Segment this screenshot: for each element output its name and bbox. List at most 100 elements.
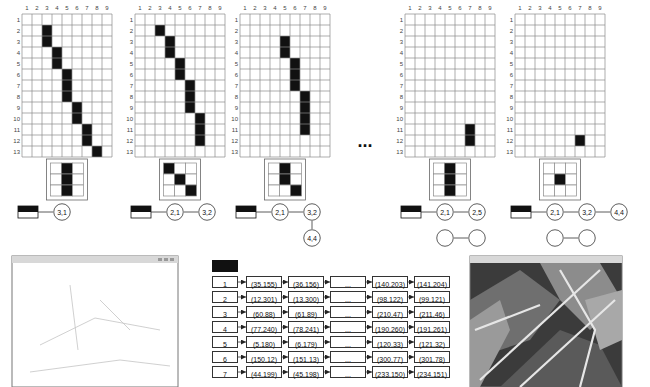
grid-line [240,124,330,125]
grid-line [515,25,605,26]
grid-line [555,14,556,157]
coordinate-cell: (35,155) [246,276,282,288]
coordinate-cell: (141,204) [414,276,450,288]
kernel-cell [445,163,456,174]
kernel-cell [456,185,467,196]
grid-line [22,80,112,81]
circle-shape [547,204,564,221]
axis-number: 8 [475,4,485,12]
coordinate-cell: (140,203) [372,276,408,288]
empty-node [437,230,454,247]
kernel-cell [51,185,62,196]
list-node: 2,1 [271,203,289,221]
list-node: 3,2 [578,203,596,221]
axis-number: 4 [226,49,238,57]
grid-line [310,14,311,157]
path-cell [195,135,205,146]
window-button [170,258,174,261]
connector [184,212,198,213]
axis-number: 8 [92,4,102,12]
grid-line [195,14,196,157]
node-text: (13,300) [293,295,319,305]
node-text: (60,88) [253,310,275,320]
path-cell [300,91,310,102]
axis-number: 8 [585,4,595,12]
axis-number: 11 [391,126,403,134]
node-text: (35,155) [251,280,277,290]
list-node: 2,1 [436,203,454,221]
list-head-fill [511,206,531,212]
kernel-border [265,159,306,200]
grid-line [240,80,330,81]
axis-number: 1 [135,4,145,12]
node-text: (234,151) [417,370,447,380]
row-index: 6 [212,351,238,363]
kernel-cell [434,163,445,174]
grid-line [42,14,43,157]
kernel-cell [434,185,445,196]
grid-line [175,14,176,157]
kernel-cell [555,163,566,174]
kernel-cell [51,163,62,174]
node-text: (99,121) [419,295,445,305]
coordinate-cell: (234,151) [414,366,450,378]
kernel-cell [164,185,175,196]
row-index: 1 [212,276,238,288]
kernel-cell [269,163,280,174]
node-text: (121,32) [419,340,445,350]
grid-line [405,113,495,114]
axis-number: 5 [62,4,72,12]
axis-number: 6 [565,4,575,12]
node-text: (44,199) [251,370,277,380]
coordinate-cell: (78,241) [288,321,324,333]
kernel-cell [186,174,197,185]
axis-number: 3 [391,38,403,46]
axis-number: 10 [501,115,513,123]
axis-number: 5 [8,60,20,68]
kernel-cell [456,163,467,174]
axis-number: 7 [575,4,585,12]
coordinate-cell: (300,77) [372,351,408,363]
axis-number: 3 [121,38,133,46]
node-text: 2,1 [275,209,285,216]
grid-line [240,135,330,136]
grid-line [22,25,112,26]
list-node: 4,4 [303,229,321,247]
node-text: (210,47) [377,310,403,320]
connector [238,327,246,328]
list-node: 2,1 [166,203,184,221]
axis-number: 4 [8,49,20,57]
path-cell [465,135,475,146]
axis-number: 5 [391,60,403,68]
grid-line [240,47,330,48]
grid-line [565,14,566,157]
grid-line [465,14,466,157]
path-cell [175,58,185,69]
grid-line [135,146,225,147]
path-cell [195,113,205,124]
path-cell [72,102,82,113]
axis-number: 4 [391,49,403,57]
kernel-window [430,159,471,200]
axis-number: 10 [121,115,133,123]
coordinate-cell: (13,300) [288,291,324,303]
grid-line [62,14,63,157]
coordinate-cell: (233,150) [372,366,408,378]
kernel-window [47,159,88,200]
axis-number: 13 [121,148,133,156]
axis-number: 12 [8,137,20,145]
grid-line [435,14,436,157]
axis-number: 7 [8,82,20,90]
kernel-cell [175,174,186,185]
grid-line [165,14,166,157]
grid-line [22,113,112,114]
path-cell [72,113,82,124]
kernel-cell [62,174,73,185]
kernel-window [540,159,581,200]
kernel-cell [555,174,566,185]
path-cell [165,36,175,47]
grid-line [525,14,526,157]
photo-streak [475,305,540,330]
axis-number: 3 [226,38,238,46]
grid-line [240,146,330,147]
